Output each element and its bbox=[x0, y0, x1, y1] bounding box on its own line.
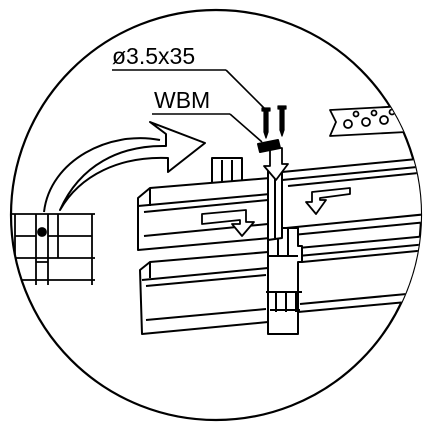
front-post bbox=[266, 227, 303, 335]
bracket-code-label: WBM bbox=[154, 87, 210, 113]
bracket-plate bbox=[257, 139, 281, 153]
direction-arrow-down bbox=[263, 147, 289, 181]
connection-point-marker bbox=[37, 227, 47, 237]
board-lower-left bbox=[139, 251, 269, 335]
board-upper-right bbox=[281, 157, 421, 237]
curved-arrow-icon bbox=[43, 121, 206, 213]
board-lower-right bbox=[297, 235, 421, 313]
perforated-plate-icon bbox=[329, 105, 407, 137]
screw-spec-label: ø3.5x35 bbox=[112, 43, 195, 69]
direction-arrow-right bbox=[305, 187, 351, 215]
screw-pair-icon bbox=[261, 105, 287, 139]
callout-leaders bbox=[112, 69, 265, 143]
direction-arrow-left bbox=[201, 209, 255, 237]
